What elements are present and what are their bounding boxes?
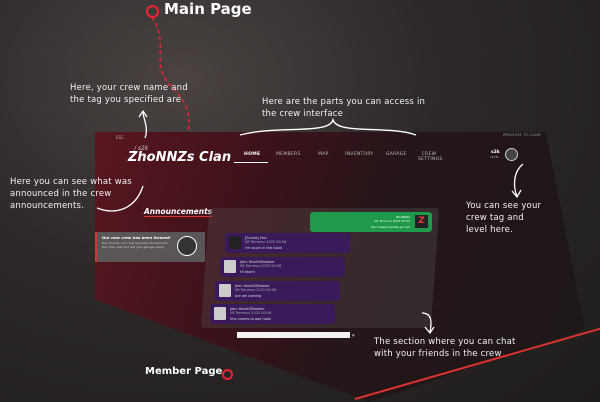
- dashed-connector: [151, 16, 190, 134]
- announcements-note: Here you can see what was announced in t…: [10, 177, 132, 211]
- tag-level-note: You can see your crew tag and level here…: [466, 201, 542, 235]
- main-page-title: Main Page: [164, 0, 252, 18]
- chat-note: The section where you can chat with your…: [374, 337, 516, 359]
- crew-logo-icon: [177, 236, 197, 256]
- crew-tag: / s2k: [134, 145, 149, 152]
- announcement-title: Our new crew has been formed!: [102, 235, 171, 240]
- nav-active-underline: [234, 162, 268, 163]
- message-author: John HeartOBreaker: [230, 307, 265, 311]
- avatar: [229, 236, 241, 249]
- arrow-down-icon: [421, 312, 435, 335]
- arrow-icon: [138, 109, 148, 139]
- avatar: Z: [415, 215, 428, 228]
- nav-map[interactable]: MAP: [318, 152, 329, 157]
- message-text: Hi team!: [240, 270, 256, 274]
- avatar: [224, 260, 236, 273]
- level-label: LEVEL: [490, 155, 500, 159]
- send-icon[interactable]: ▾: [352, 333, 355, 339]
- member-page-marker-icon: [222, 369, 233, 380]
- curve-icon: [96, 185, 144, 212]
- arrow-down-icon: [511, 163, 524, 199]
- parts-note: Here are the parts you can access in the…: [262, 97, 426, 119]
- own-message-text: Yeni mesaj burada yer alir: [370, 225, 410, 229]
- message-text: I'm stuck in the hood: [245, 246, 282, 250]
- avatar: [219, 284, 231, 297]
- nav-garage[interactable]: GARAGE: [386, 152, 407, 157]
- message-author: John HeartOBreaker: [240, 260, 275, 264]
- member-page-title: Member Page: [145, 366, 223, 377]
- message-text: Are we coming: [235, 294, 262, 298]
- announcement-body: Hey friends, our crew has been formed! J…: [102, 241, 169, 249]
- level-badge-icon: [505, 148, 518, 161]
- esc-label[interactable]: ESC: [116, 135, 124, 140]
- nav-home[interactable]: HOME: [244, 152, 261, 157]
- avatar: [214, 307, 226, 320]
- brace-icon: [239, 117, 417, 136]
- nav-members[interactable]: MEMBERS: [276, 152, 301, 157]
- announcements-title: Announcements: [144, 207, 213, 217]
- message-date: 08 Temmuz 2022 00:56: [230, 311, 272, 315]
- message-date: 08 Temmuz 2022 00:56: [240, 264, 282, 268]
- message-author: [Sunda] Han: [245, 236, 267, 240]
- message-date: 08 Temmuz 2022 00:56: [235, 288, 277, 292]
- own-message-date: 08 Temmuz 2022 00:56: [374, 219, 410, 223]
- message-date: 08 Temmuz 2022 00:56: [245, 240, 287, 244]
- message-author: John HeartOBreaker: [235, 284, 270, 288]
- crew-tag-badge: s2k: [491, 150, 500, 155]
- crew-name-note: Here, your crew name and the tag you spe…: [70, 83, 188, 105]
- nav-inventory[interactable]: INVENTORY: [345, 152, 374, 157]
- nav-crew-settings[interactable]: CREW SETTINGS: [418, 152, 443, 162]
- announcement-card[interactable]: Our new crew has been formed! Hey friend…: [95, 232, 205, 262]
- own-message-name: ZhoNNZs: [396, 215, 410, 219]
- close-hint[interactable]: PRESS ESC TO CLOSE: [503, 133, 541, 137]
- crew-name: ZhoNNZs Clan: [128, 150, 232, 165]
- message-text: She comes to ape hook: [230, 317, 272, 321]
- chat-input[interactable]: [237, 332, 350, 338]
- own-message: ZhoNNZs 08 Temmuz 2022 00:56 Yeni mesaj …: [310, 212, 432, 232]
